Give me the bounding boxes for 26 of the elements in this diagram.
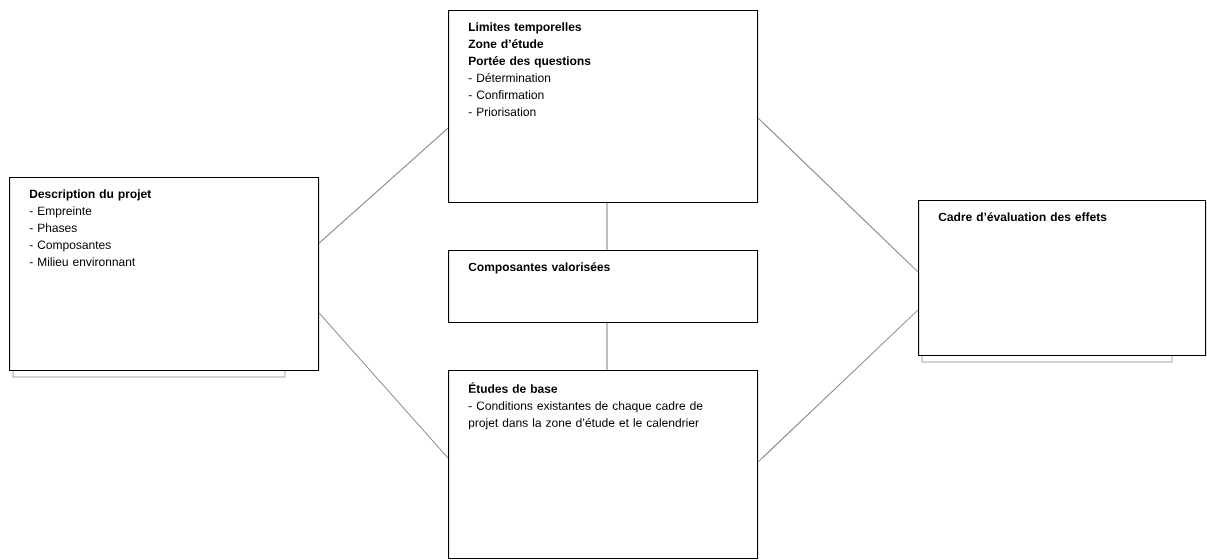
heading: Composantes valorisées [468, 262, 610, 274]
process-box [448, 370, 759, 560]
heading: Cadre d’évaluation des effets [938, 212, 1107, 222]
connector-line [757, 309, 919, 463]
list-item: - Phases [29, 223, 77, 232]
list-item: - Priorisation [468, 107, 536, 116]
heading: Limites temporelles [469, 22, 582, 34]
connector-line [606, 202, 608, 251]
heading: Description du projet [30, 189, 152, 201]
connector-line [318, 312, 449, 459]
heading: Zone d’étude [468, 39, 544, 48]
process-box [9, 177, 320, 378]
list-item: - Milieu environnant [29, 257, 136, 266]
list-item: - Détermination [468, 73, 551, 82]
connector-line [606, 322, 608, 371]
connector-line [318, 127, 449, 244]
list-item: - Empreinte [29, 206, 92, 218]
heading: Portée des questions [469, 56, 591, 68]
process-box [918, 200, 1207, 363]
heading: Études de base [469, 382, 558, 393]
connector-line [757, 117, 919, 273]
list-item: - Composantes [29, 240, 111, 252]
process-box [448, 250, 759, 324]
process-box [448, 10, 759, 204]
list-item: - Confirmation [468, 90, 544, 99]
list-item: - Conditions existantes de chaque cadre de projet dans la zone d’étude et le calendrier [468, 401, 703, 430]
